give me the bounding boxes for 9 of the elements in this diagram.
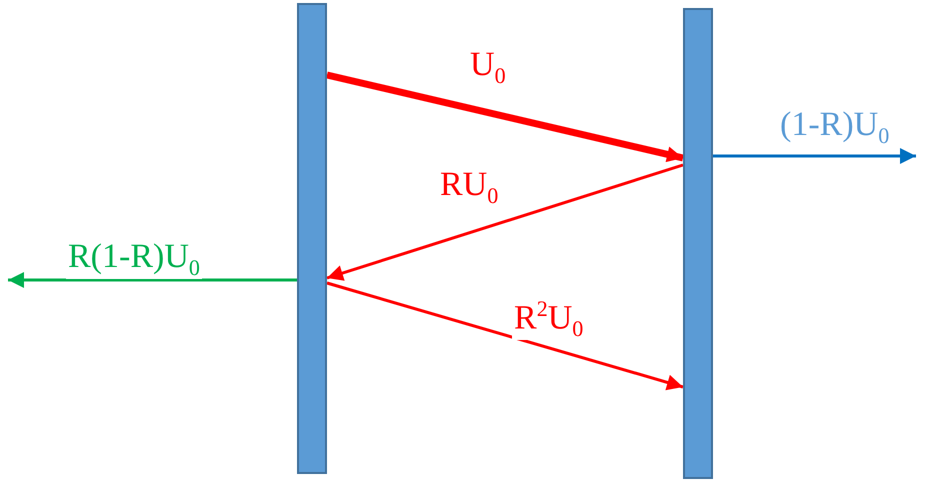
arrow <box>326 282 684 390</box>
plate-bar <box>297 3 327 474</box>
arrow <box>326 164 684 281</box>
arrow <box>326 72 684 162</box>
arrow <box>8 272 297 288</box>
plate-bar <box>683 8 713 479</box>
edge-label: R$^{2}$U$_{0}$ <box>512 298 586 340</box>
edge-label: R(1-R)U$_{0}$ <box>66 240 202 279</box>
arrow <box>713 148 916 164</box>
